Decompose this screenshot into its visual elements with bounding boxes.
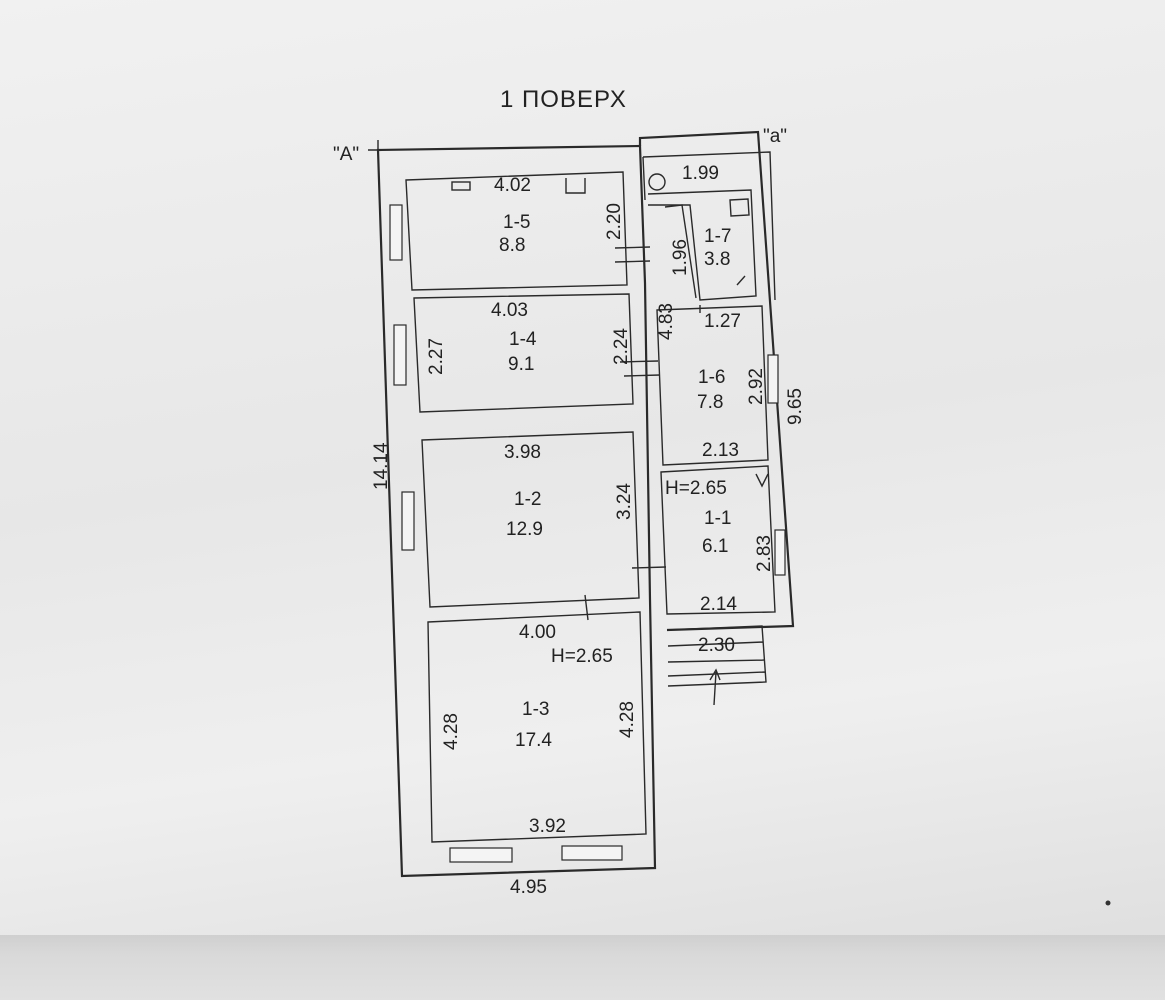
- fixtures: [451, 173, 769, 488]
- room-1-1-width: 2.14: [700, 594, 737, 615]
- room-1-3-area: 17.4: [515, 730, 552, 751]
- axis-label-main: "А": [333, 144, 359, 165]
- room-1-6: [656, 305, 769, 466]
- room-1-7-area: 3.8: [704, 249, 730, 270]
- room-1-2-width: 3.98: [504, 442, 541, 463]
- room-1-6-area: 7.8: [697, 392, 723, 413]
- room-1-3-width-top: 4.00: [519, 622, 556, 643]
- room-1-4-depth-right: 2.24: [611, 328, 632, 365]
- overall-width: 4.95: [510, 877, 547, 898]
- room-1-6-depth: 2.92: [746, 368, 767, 405]
- room-1-5-depth: 2.20: [604, 203, 625, 240]
- room-1-1-height: H=2.65: [665, 478, 727, 499]
- room-1-4-number: 1-4: [509, 329, 537, 350]
- room-1-2-depth: 3.24: [614, 483, 635, 520]
- room-1-4-width: 4.03: [491, 300, 528, 321]
- axis-label-annex: "а": [763, 126, 787, 147]
- room-1-5-area: 8.8: [499, 235, 525, 256]
- door-marks: [584, 246, 701, 621]
- windows: [389, 204, 786, 863]
- room-1-5-number: 1-5: [503, 212, 530, 233]
- room-1-5-width: 4.02: [494, 175, 531, 196]
- room-1-7-depth: 1.96: [670, 239, 691, 276]
- room-1-1-number: 1-1: [704, 508, 731, 529]
- room-1-1-area: 6.1: [702, 536, 728, 557]
- room-1-2: [421, 431, 640, 608]
- room-1-3-number: 1-3: [522, 699, 549, 720]
- annex-length-inner: 4.83: [656, 303, 677, 340]
- room-1-7-number: 1-7: [704, 226, 731, 247]
- room-1-3-height: H=2.65: [551, 646, 613, 667]
- room-1-6-number: 1-6: [698, 367, 725, 388]
- overall-length: 14.14: [371, 442, 392, 490]
- room-1-3-width-bottom: 3.92: [529, 816, 566, 837]
- annex-length: 9.65: [785, 388, 806, 425]
- annex-walls: [638, 130, 795, 632]
- room-1-7: [647, 189, 757, 301]
- room-1-2-number: 1-2: [514, 489, 541, 510]
- room-1-6-width-bottom: 2.13: [702, 440, 739, 461]
- room-1-4-depth-left: 2.27: [426, 338, 447, 375]
- room-1-4: [413, 293, 634, 413]
- room-1-4-area: 9.1: [508, 354, 534, 375]
- room-1-1-depth: 2.83: [754, 535, 775, 572]
- room-1-5: [405, 171, 628, 291]
- room-1-2-area: 12.9: [506, 519, 543, 540]
- porch-width: 2.30: [698, 635, 735, 656]
- room-1-3: [427, 611, 647, 843]
- porch-steps: [666, 625, 767, 706]
- room-1-3-depth-right: 4.28: [617, 701, 638, 738]
- room-1-7-width: 1.99: [682, 163, 719, 184]
- ink-dot: [1105, 900, 1111, 906]
- room-1-6-width-top: 1.27: [704, 311, 741, 332]
- room-1-3-depth-left: 4.28: [441, 713, 462, 750]
- floor-title: 1 ПОВЕРХ: [500, 86, 627, 113]
- paper-fold: [0, 935, 1165, 1000]
